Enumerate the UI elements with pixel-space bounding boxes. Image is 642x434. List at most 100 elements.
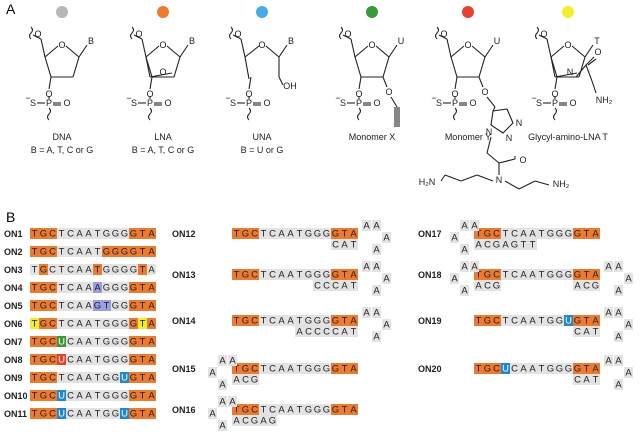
- loop-nt: A: [383, 274, 390, 285]
- oligo-name: ON14: [172, 316, 196, 326]
- oligo-nt-box: [75, 246, 84, 257]
- oligo-name: ON8: [4, 355, 23, 365]
- oligo-nt-box: [286, 404, 295, 415]
- oligo-nt-box: [57, 354, 66, 365]
- oxygen-3-label: O: [451, 89, 458, 99]
- oligo-name: ON3: [4, 265, 23, 275]
- oligo-nt: G: [103, 409, 110, 420]
- complement-nt-box: [331, 239, 340, 250]
- oligo-nt-box: [519, 315, 528, 326]
- oligo-nt: G: [323, 270, 330, 281]
- oligo-nt-box: [30, 354, 39, 365]
- oligo-nt-box: [492, 363, 501, 374]
- triazole-n-label: N: [486, 127, 493, 137]
- oligo-nt: T: [539, 229, 545, 240]
- oligo-nt-box: [546, 315, 555, 326]
- oligo-nt: A: [85, 247, 92, 258]
- oligo-nt: G: [556, 270, 563, 281]
- loop-nt-box: [372, 307, 381, 318]
- bond: [546, 38, 552, 58]
- oligo-name: ON16: [172, 405, 196, 415]
- oligo-nt-box: [39, 282, 48, 293]
- oligo-nt-box: [93, 354, 102, 365]
- ring-oxygen-label: O: [464, 40, 471, 50]
- oligo-nt-box: [111, 282, 120, 293]
- oligo-nt-box: [295, 404, 304, 415]
- complement-nt-box: [250, 415, 259, 426]
- oligo-nt-box: [147, 408, 156, 419]
- oligo-nt: T: [59, 265, 65, 276]
- oligo-nt: A: [350, 364, 357, 375]
- oligo-nt-box: [111, 318, 120, 329]
- oligo-nt: G: [130, 229, 137, 240]
- complement-nt: C: [323, 281, 330, 292]
- oligo-nt-box: [546, 228, 555, 239]
- bond: [133, 34, 143, 40]
- negative-charge-label: −: [225, 93, 230, 103]
- negative-charge-label: −: [126, 93, 131, 103]
- oligo-nt: G: [574, 364, 581, 375]
- oligo-nt-box: [564, 269, 573, 280]
- phosphorus-label: P: [452, 98, 458, 108]
- oligo-nt-box: [277, 315, 286, 326]
- oligo-nt: A: [529, 270, 536, 281]
- oligo-nt-box: [111, 264, 120, 275]
- oxygen-3-label: O: [355, 89, 362, 99]
- oligo-nt: G: [547, 229, 554, 240]
- oligo-nt-box: [528, 269, 537, 280]
- oligo-nt: T: [32, 301, 38, 312]
- bond: [575, 64, 587, 78]
- oligo-nt-box: [259, 404, 268, 415]
- oligo-nt-box: [84, 300, 93, 311]
- oligo-nt-box: [286, 363, 295, 374]
- oligo-nt-box: [75, 318, 84, 329]
- oligo-nt-box: [66, 318, 75, 329]
- oxygen-5-label: O: [344, 29, 351, 39]
- loop-nt: A: [461, 286, 468, 297]
- oligo-nt: C: [493, 364, 500, 375]
- oligo-nt: G: [130, 355, 137, 366]
- oligo-nt-box: [111, 228, 120, 239]
- oligo-nt-box: [564, 315, 573, 326]
- oligo-nt: T: [297, 316, 303, 327]
- oligo-nt-box: [57, 336, 66, 347]
- loop-nt: A: [471, 221, 478, 232]
- oligo-nt-box: [555, 315, 564, 326]
- oligo-nt: T: [140, 409, 146, 420]
- oligo-nt-box: [39, 300, 48, 311]
- oligo-nt-box: [75, 300, 84, 311]
- complement-nt: G: [511, 240, 518, 251]
- oligo-nt: C: [511, 270, 518, 281]
- bond: [141, 38, 147, 58]
- bond: [585, 56, 595, 66]
- monomer-color-dot: [157, 6, 169, 18]
- loop-nt-box: [614, 261, 623, 272]
- oligo-nt: C: [67, 355, 74, 366]
- oligo-nt-box: [48, 300, 57, 311]
- oligo-nt-box: [102, 228, 111, 239]
- oligo-nt-box: [582, 228, 591, 239]
- loop-nt: A: [461, 245, 468, 256]
- oligo-nt: T: [95, 373, 101, 384]
- oligo-nt: A: [287, 364, 294, 375]
- oligo-nt-box: [48, 264, 57, 275]
- oligo-name: ON13: [172, 270, 196, 280]
- complement-nt: A: [341, 327, 348, 338]
- oligo-nt: T: [261, 316, 267, 327]
- oligo-nt: A: [148, 301, 155, 312]
- oligo-nt-box: [268, 315, 277, 326]
- oligo-nt-box: [48, 282, 57, 293]
- oligo-nt-box: [75, 282, 84, 293]
- oligo-nt: G: [121, 301, 128, 312]
- oligo-nt: G: [40, 391, 47, 402]
- oligo-nt: A: [148, 247, 155, 258]
- complement-nt: A: [475, 281, 482, 292]
- oligo-nt-box: [519, 363, 528, 374]
- bond: [342, 34, 352, 40]
